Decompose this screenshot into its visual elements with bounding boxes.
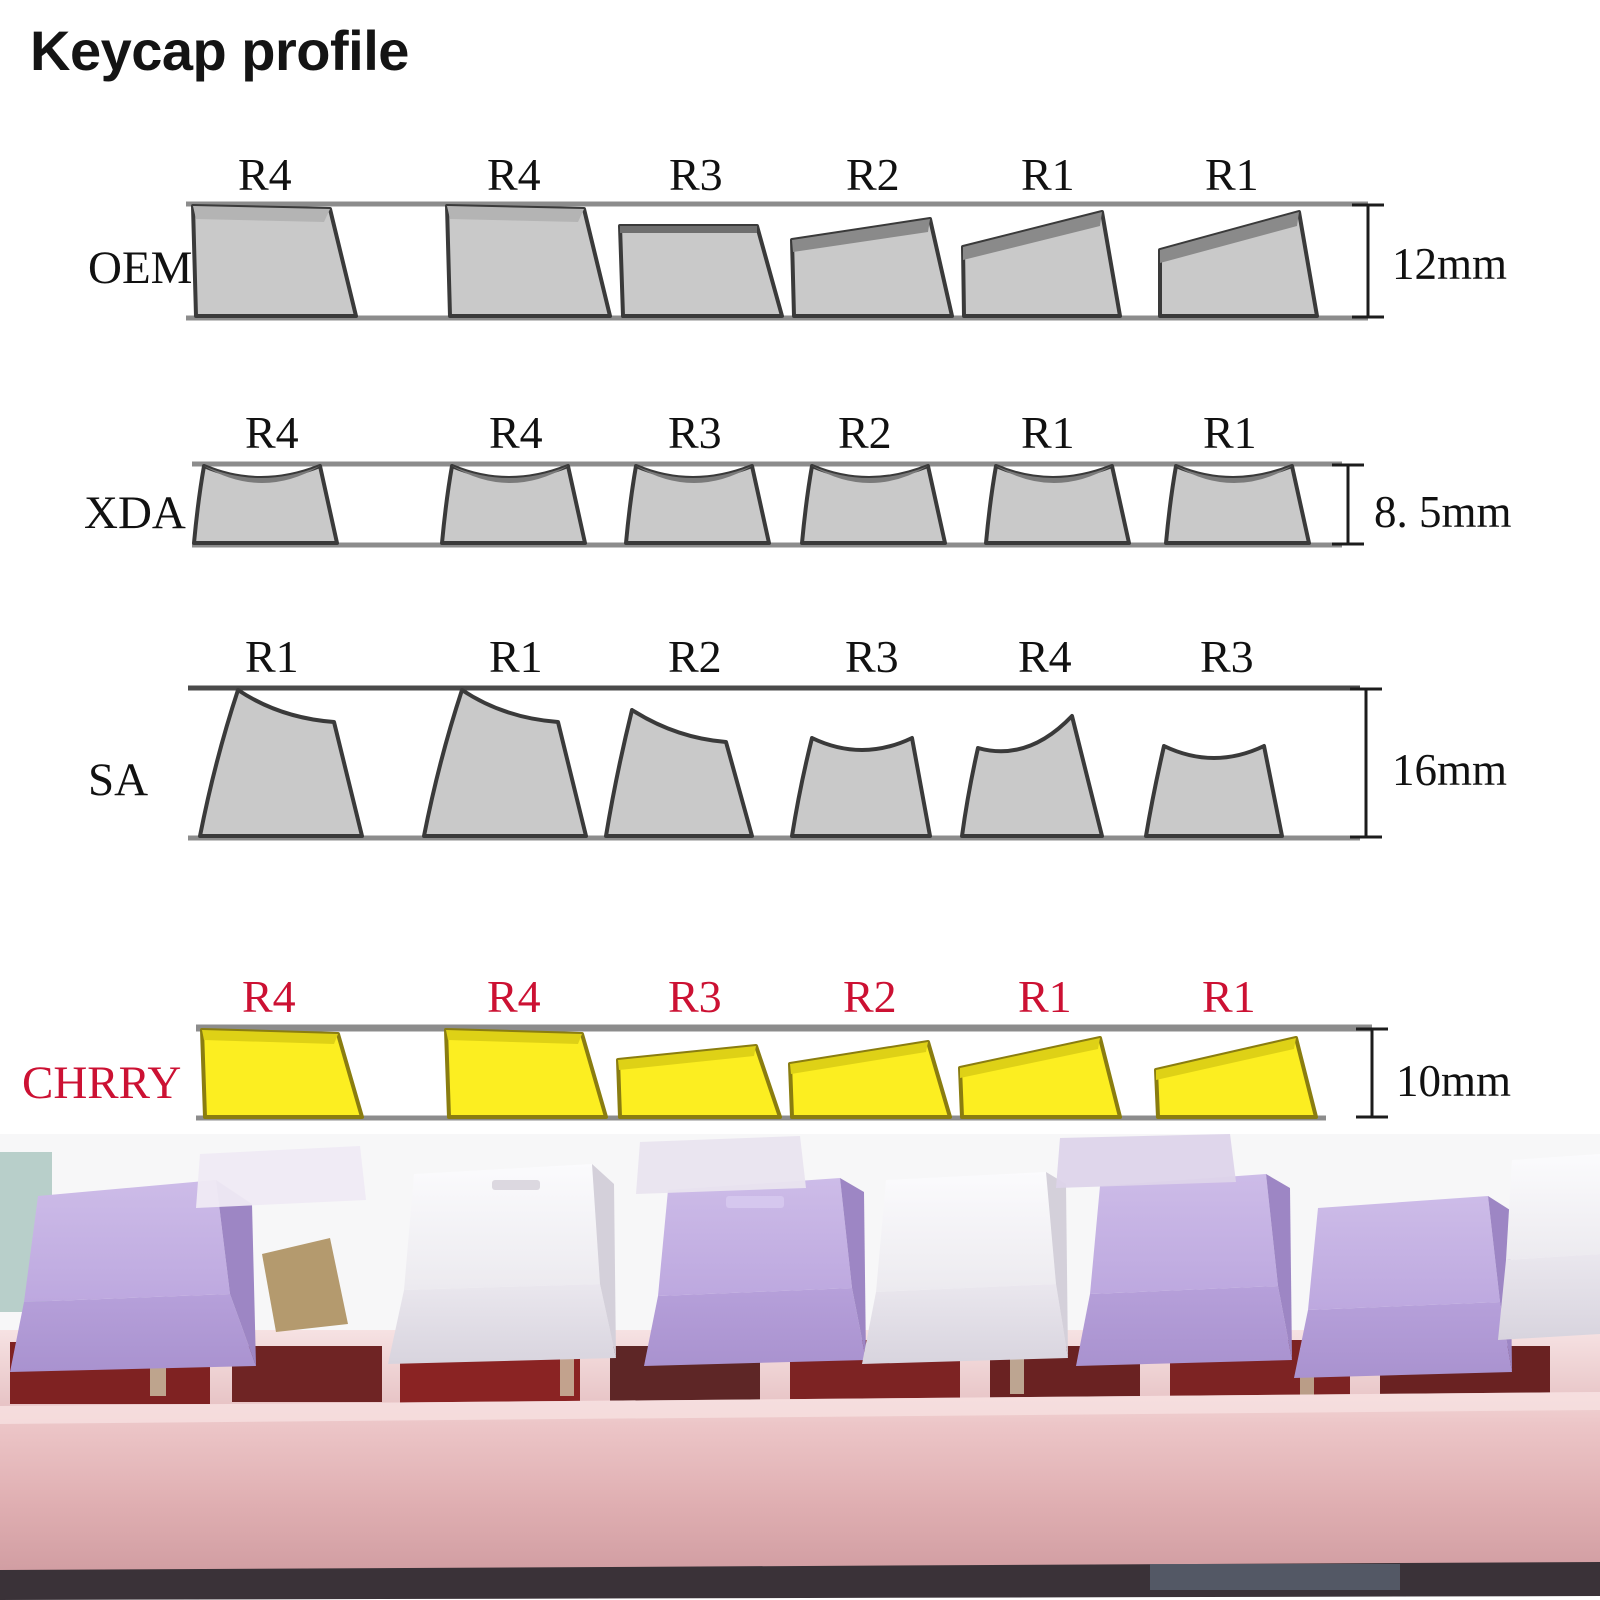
oem-keycap-1: [191, 204, 358, 318]
oem-keycap-4-top-face: [792, 219, 930, 252]
sa-keycap-2: [422, 688, 588, 838]
xda-row-label-6: R1: [1203, 407, 1257, 458]
keyboard-case-bezel: [0, 1392, 1600, 1582]
xda-keycap-1: [192, 464, 339, 545]
cherry-keycap-5: [958, 1036, 1122, 1119]
cherry-keycap-5-top-face: [960, 1038, 1100, 1078]
cherry-keycap-1-top-face: [202, 1030, 338, 1044]
sa-keycap-6: [1144, 744, 1284, 838]
oem-dimension-bracket: [1352, 203, 1384, 319]
cherry-keycap-3-top-face: [618, 1046, 756, 1070]
sa-dimension-bracket: [1350, 687, 1382, 839]
row-label-cherry: CHRRY: [22, 1057, 181, 1109]
sa-keycap-4: [790, 736, 932, 838]
oem-row-label-4: R2: [846, 149, 900, 200]
oem-keycap-2-top-face: [447, 206, 584, 222]
sa-row-label-1: R1: [245, 631, 299, 682]
profile-row-cherry: CHRRY 10mm: [22, 971, 1511, 1121]
oem-keycap-2: [445, 204, 612, 318]
desk-reflection: [1150, 1564, 1400, 1590]
photo-keycap-3: [644, 1178, 866, 1366]
oem-keycap-1-top-face: [193, 206, 330, 222]
sa-keycap-3: [604, 708, 754, 838]
sa-row-label-3: R2: [668, 631, 722, 682]
cherry-dimension-label: 10mm: [1396, 1056, 1511, 1106]
profile-row-oem: OEM 12mm: [88, 149, 1507, 321]
keyboard-photo: [0, 1134, 1600, 1600]
row-label-sa: SA: [88, 754, 148, 806]
cherry-keycap-6: [1154, 1036, 1318, 1119]
oem-row-label-1: R4: [238, 149, 292, 200]
oem-row-label-2: R4: [487, 149, 541, 200]
profile-row-sa: SA 16mm: [88, 631, 1507, 841]
xda-keycap-6: [1164, 464, 1311, 545]
cherry-dimension-bracket: [1356, 1027, 1388, 1119]
sa-row-label-5: R4: [1018, 631, 1072, 682]
photo-keycap-1: [10, 1180, 256, 1372]
cherry-row-label-3: R3: [668, 971, 722, 1022]
xda-row-label-5: R1: [1021, 407, 1075, 458]
xda-keycap-2: [440, 464, 587, 545]
photo-keycap-7: [1498, 1154, 1600, 1340]
oem-keycap-3-top-face: [620, 226, 757, 233]
photo-keycap-2: [388, 1164, 616, 1364]
sa-row-label-6: R3: [1200, 631, 1254, 682]
cherry-keycap-1: [200, 1028, 364, 1119]
xda-keycap-4: [800, 464, 947, 545]
xda-dimension-bracket: [1332, 463, 1364, 546]
xda-dimension-label: 8. 5mm: [1374, 487, 1512, 537]
oem-keycap-6-top-face: [1160, 212, 1299, 263]
photo-keycap-6: [1294, 1196, 1512, 1378]
cherry-keycap-2: [444, 1028, 608, 1119]
oem-keycap-3: [618, 224, 784, 318]
xda-row-label-3: R3: [668, 407, 722, 458]
page-title: Keycap profile: [30, 19, 409, 82]
photo-keycap-5: [1076, 1174, 1292, 1366]
photo-keycap-2-legend: [492, 1180, 540, 1190]
xda-keycap-5: [984, 464, 1131, 545]
oem-row-label-5: R1: [1021, 149, 1075, 200]
keyboard-case-highlight: [0, 1392, 1600, 1424]
row-label-oem: OEM: [88, 242, 192, 294]
sa-row-label-4: R3: [845, 631, 899, 682]
photo-back-row-keycaps: [196, 1134, 1236, 1208]
cherry-row-label-6: R1: [1202, 971, 1256, 1022]
oem-row-label-3: R3: [669, 149, 723, 200]
xda-row-label-2: R4: [489, 407, 543, 458]
oem-dimension-label: 12mm: [1392, 239, 1507, 289]
row-label-xda: XDA: [84, 487, 186, 539]
sa-keycap-5: [960, 714, 1104, 838]
oem-keycap-5-top-face: [963, 212, 1102, 260]
cherry-row-label-5: R1: [1018, 971, 1072, 1022]
cherry-keycap-6-top-face: [1156, 1038, 1296, 1080]
oem-row-label-6: R1: [1205, 149, 1259, 200]
cherry-row-label-2: R4: [487, 971, 541, 1022]
oem-keycap-6: [1158, 210, 1319, 318]
xda-keycap-3: [624, 464, 771, 545]
cherry-keycap-4-top-face: [790, 1042, 928, 1074]
xda-row-label-1: R4: [245, 407, 299, 458]
profile-row-xda: XDA 8. 5mm: [84, 407, 1512, 548]
sa-row-label-2: R1: [489, 631, 543, 682]
sa-dimension-label: 16mm: [1392, 745, 1507, 795]
keycap-profile-diagram: OEM 12mm: [22, 149, 1512, 1121]
photo-keycap-4: [862, 1172, 1068, 1364]
cherry-keycap-2-top-face: [446, 1030, 582, 1044]
cherry-row-label-1: R4: [242, 971, 296, 1022]
xda-row-label-4: R2: [838, 407, 892, 458]
photo-background-object: [262, 1238, 348, 1332]
cherry-row-label-4: R2: [843, 971, 897, 1022]
